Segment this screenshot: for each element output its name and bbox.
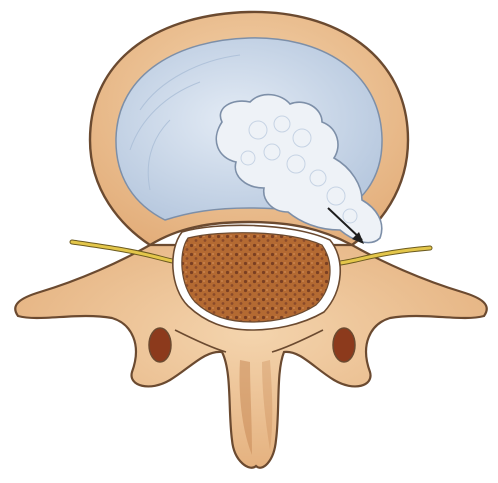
spinal-cord bbox=[182, 233, 330, 322]
left-facet-foramen bbox=[149, 328, 171, 362]
right-facet-foramen bbox=[333, 328, 355, 362]
